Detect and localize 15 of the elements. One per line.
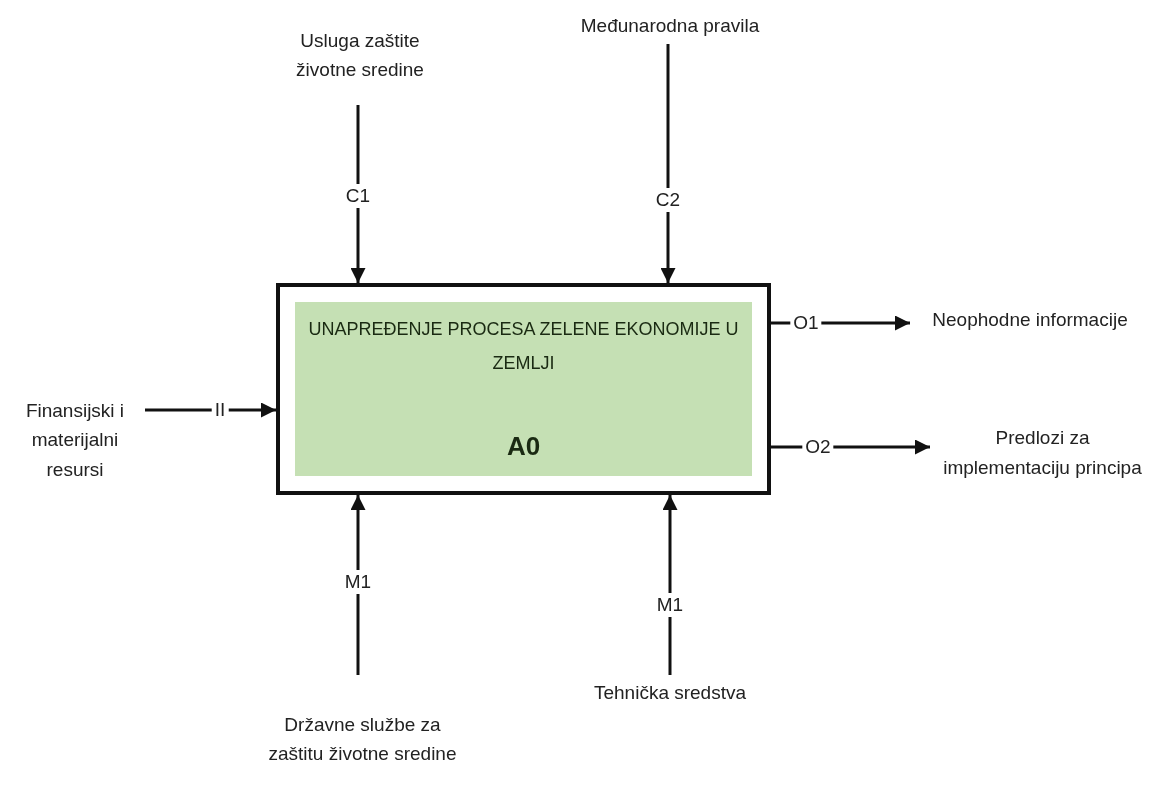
text-label: Međunarodna pravila — [560, 8, 780, 44]
text-label: Neophodne informacije — [910, 302, 1150, 338]
arrow — [660, 44, 676, 283]
text-label: Finansijski i materijalni resursi — [5, 375, 145, 505]
arrow — [350, 495, 366, 675]
process-box — [276, 283, 771, 495]
process-code: A0 — [506, 431, 541, 462]
arrow — [662, 495, 678, 675]
text-label: Državne službe za zaštitu životne sredine — [255, 675, 470, 803]
arrow — [145, 402, 276, 418]
process-title: UNAPREĐENJE PROCESA ZELENE EKONOMIJE U ZEMLJI — [307, 318, 740, 376]
arrow — [350, 105, 366, 283]
text-label: Predlozi za implementaciju principa — [930, 410, 1155, 495]
text-label: Tehnička sredstva — [575, 675, 765, 711]
text-label: Usluga zaštite životne sredine — [270, 5, 450, 105]
